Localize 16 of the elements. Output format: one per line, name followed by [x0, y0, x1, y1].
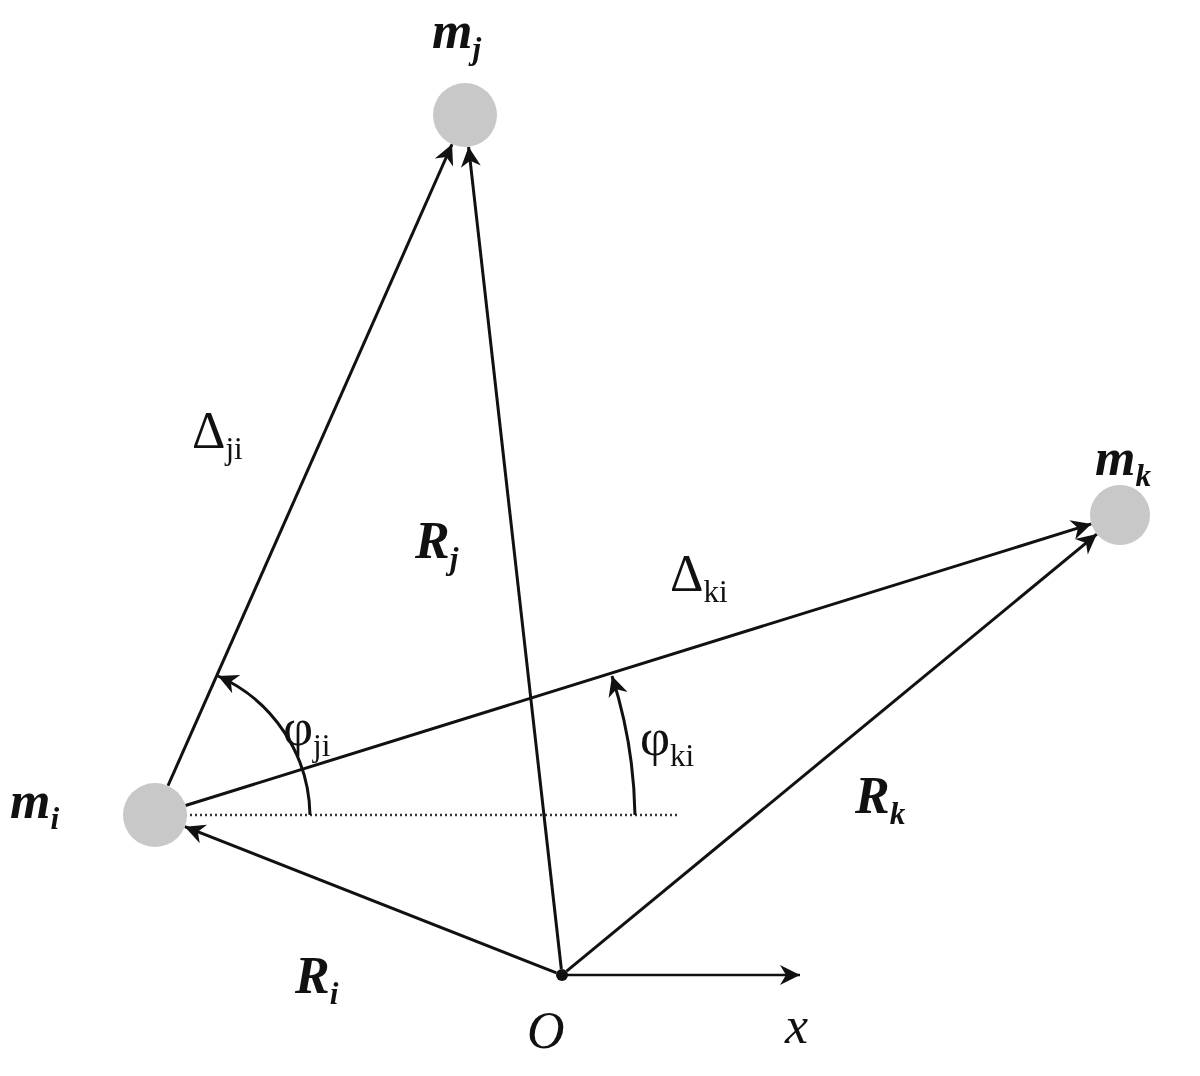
- vector-arrow: [185, 520, 1092, 807]
- origin-label: O: [527, 1005, 565, 1057]
- vector-arrow: [565, 532, 1098, 973]
- vector-label: R$_{j}$: [415, 515, 459, 575]
- angle-label: φ$_{ki}$: [640, 712, 695, 772]
- vector-label: R$_{k}$: [855, 770, 906, 830]
- vector-arrow: [166, 143, 454, 787]
- mass-label: m$_{j}$: [432, 5, 482, 65]
- vector-arrow: [460, 146, 563, 970]
- axis-label: x: [785, 1000, 809, 1052]
- vector-arrow: [184, 824, 557, 975]
- vector-label: R$_{i}$: [295, 950, 339, 1010]
- mass-label: m$_{i}$: [10, 775, 60, 835]
- vector-label: Δ$_{ji}$: [192, 405, 243, 465]
- mass-label: m$_{k}$: [1095, 432, 1152, 492]
- vector-label: Δ$_{ki}$: [670, 548, 728, 608]
